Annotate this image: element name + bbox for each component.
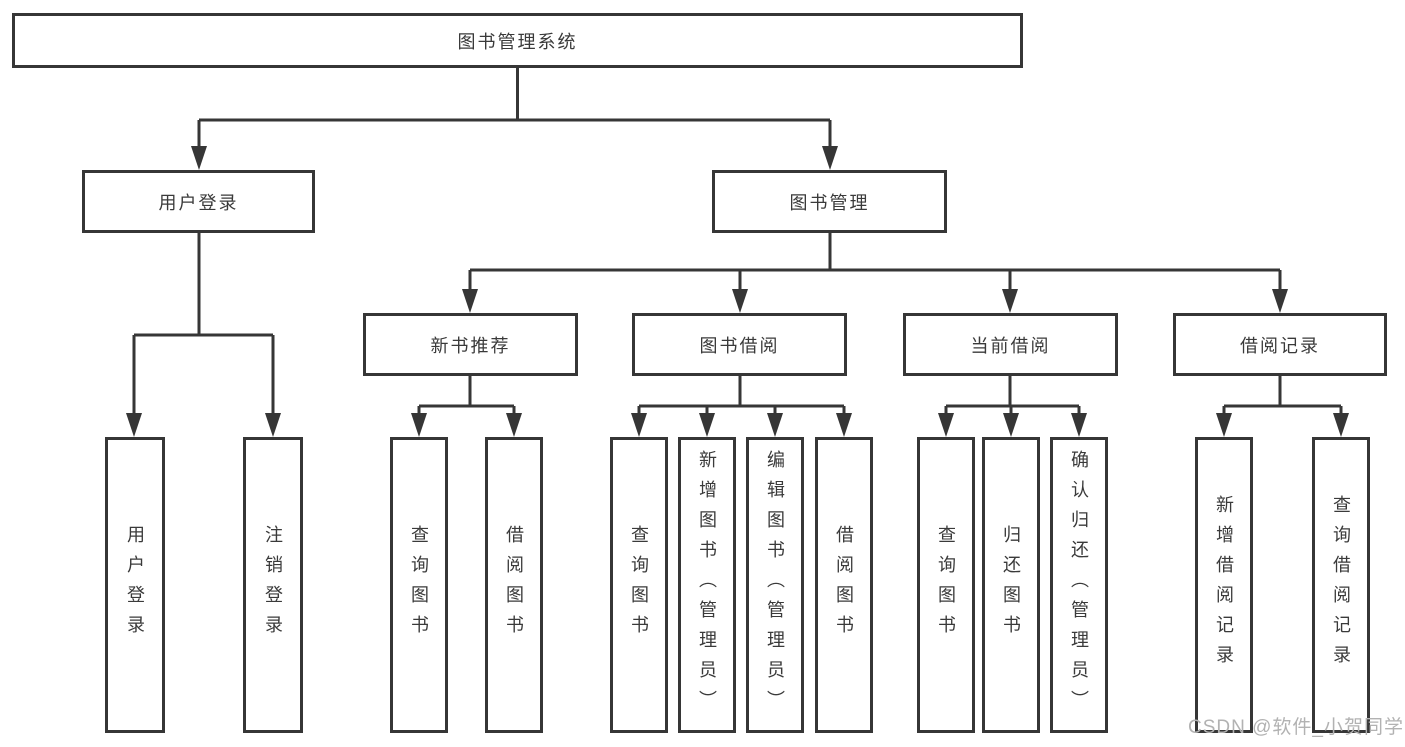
node-label: 借阅图书 — [834, 525, 854, 645]
node-user-login-branch: 用户登录 — [82, 170, 315, 233]
node-label: 借阅记录 — [1240, 335, 1320, 356]
node-label: 编辑图书（管理员） — [765, 450, 785, 720]
node-leaf-borrow-books-1: 借阅图书 — [485, 437, 543, 733]
node-book-management: 图书管理 — [712, 170, 947, 233]
node-book-borrow: 图书借阅 — [632, 313, 847, 376]
arrow-icon — [836, 413, 852, 437]
arrow-icon — [1071, 413, 1087, 437]
node-leaf-logout: 注销登录 — [243, 437, 303, 733]
node-label: 用户登录 — [125, 525, 145, 645]
arrow-icon — [938, 413, 954, 437]
node-label: 查询借阅记录 — [1331, 495, 1351, 675]
connector-borrow-records-branch — [1222, 376, 1343, 417]
connector-book-borrow-branch — [637, 376, 846, 417]
connector-new-book-recommend-branch — [417, 376, 516, 417]
node-leaf-add-borrow-record: 新增借阅记录 — [1195, 437, 1253, 733]
arrow-icon — [1002, 289, 1018, 313]
node-leaf-add-books-admin: 新增图书（管理员） — [678, 437, 736, 733]
connector-current-borrow-branch — [944, 376, 1081, 417]
arrow-icon — [126, 413, 142, 437]
arrow-icon — [822, 146, 838, 170]
node-leaf-confirm-return-admin: 确认归还（管理员） — [1050, 437, 1108, 733]
node-leaf-user-login: 用户登录 — [105, 437, 165, 733]
connector-book-management-branch — [468, 233, 1282, 293]
arrow-icon — [767, 413, 783, 437]
node-label: 图书管理 — [789, 192, 870, 213]
node-label: 新增图书（管理员） — [697, 450, 717, 720]
node-label: 注销登录 — [263, 525, 283, 645]
node-leaf-return-books: 归还图书 — [982, 437, 1040, 733]
connector-root-to-level2 — [197, 68, 832, 150]
arrowheads — [126, 146, 1349, 437]
arrow-icon — [506, 413, 522, 437]
node-label: 用户登录 — [158, 192, 239, 213]
csdn-watermark: CSDN @软件_小贺同学 — [1188, 717, 1404, 738]
arrow-icon — [1272, 289, 1288, 313]
node-leaf-query-books-3: 查询图书 — [917, 437, 975, 733]
node-label: 确认归还（管理员） — [1069, 450, 1089, 720]
node-leaf-borrow-books-2: 借阅图书 — [815, 437, 873, 733]
node-label: 查询图书 — [936, 525, 956, 645]
node-new-book-recommend: 新书推荐 — [363, 313, 578, 376]
arrow-icon — [191, 146, 207, 170]
node-current-borrow: 当前借阅 — [903, 313, 1118, 376]
node-borrow-records: 借阅记录 — [1173, 313, 1387, 376]
node-root-system: 图书管理系统 — [12, 13, 1023, 68]
arrow-icon — [1333, 413, 1349, 437]
arrow-icon — [631, 413, 647, 437]
node-label: 查询图书 — [409, 525, 429, 645]
node-label: 新增借阅记录 — [1214, 495, 1234, 675]
node-label: 归还图书 — [1001, 525, 1021, 645]
arrow-icon — [699, 413, 715, 437]
node-leaf-edit-books-admin: 编辑图书（管理员） — [746, 437, 804, 733]
arrow-icon — [732, 289, 748, 313]
node-label: 查询图书 — [629, 525, 649, 645]
node-label: 图书管理系统 — [457, 31, 578, 52]
node-label: 借阅图书 — [504, 525, 524, 645]
node-label: 图书借阅 — [699, 335, 780, 356]
node-leaf-query-books-2: 查询图书 — [610, 437, 668, 733]
arrow-icon — [411, 413, 427, 437]
arrow-icon — [265, 413, 281, 437]
arrow-icon — [462, 289, 478, 313]
node-label: 当前借阅 — [970, 335, 1051, 356]
node-label: 新书推荐 — [430, 335, 511, 356]
connector-user-login-branch — [132, 233, 275, 417]
arrow-icon — [1003, 413, 1019, 437]
node-leaf-query-books-1: 查询图书 — [390, 437, 448, 733]
arrow-icon — [1216, 413, 1232, 437]
node-leaf-query-borrow-record: 查询借阅记录 — [1312, 437, 1370, 733]
